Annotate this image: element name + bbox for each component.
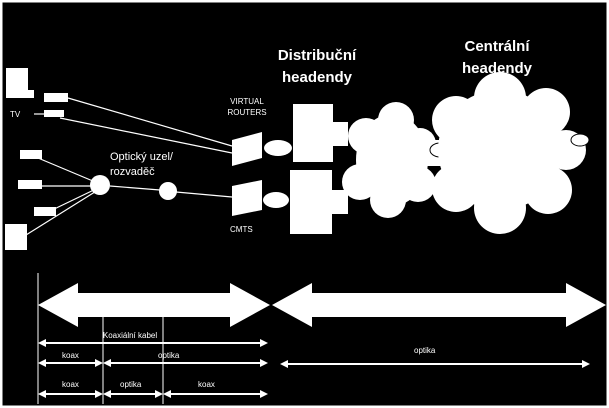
optical-node-icon — [90, 175, 110, 195]
row3-left-arrow — [38, 390, 103, 398]
segment-guides — [37, 273, 164, 404]
row2-left-arrow — [38, 359, 103, 367]
splitter-node-icon — [159, 182, 177, 200]
modem-2 — [18, 180, 42, 189]
core-span-arrow — [272, 283, 606, 327]
modem-1 — [20, 150, 42, 159]
tv-label: TV — [10, 110, 21, 119]
central-headend-label: Centrální headendy — [461, 38, 533, 77]
distribution-server-lower — [290, 170, 348, 234]
row3-mid-label: optika — [120, 380, 142, 389]
optical-node-label: Optický uzel/ rozvaděč — [110, 151, 173, 178]
central-cloud-icon — [432, 72, 586, 234]
far-optics-label: optika — [414, 346, 436, 355]
distribution-headend-label: Distribuční headendy — [277, 47, 357, 86]
row3-right-label: koax — [198, 380, 215, 389]
access-span-arrow — [38, 283, 270, 327]
tv-device — [44, 93, 68, 102]
subscriber-devices — [5, 68, 68, 250]
row3-right-arrow — [163, 390, 268, 398]
distribution-server-upper — [293, 104, 348, 162]
modem-3 — [34, 207, 56, 216]
row1-label: Koaxiální kabel — [102, 331, 158, 340]
far-optics-arrow — [280, 360, 590, 368]
set-top-box-2 — [5, 224, 27, 250]
row2-left-label: koax — [62, 351, 79, 360]
cmts-icon — [232, 180, 289, 216]
central-connector-icon — [570, 133, 590, 147]
row1-arrow — [38, 339, 268, 347]
virtual-router-icon — [232, 132, 292, 166]
row3-left-label: koax — [62, 380, 79, 389]
row2-right-arrow — [103, 359, 268, 367]
set-top-box-1 — [6, 68, 28, 94]
virtual-routers-label: VIRTUAL ROUTERS — [227, 97, 267, 117]
row3-mid-arrow — [103, 390, 163, 398]
row2-right-label: optika — [158, 351, 180, 360]
connection-lines — [17, 97, 233, 241]
cmts-label: CMTS — [230, 225, 253, 234]
distribution-cloud-icon — [342, 102, 436, 218]
